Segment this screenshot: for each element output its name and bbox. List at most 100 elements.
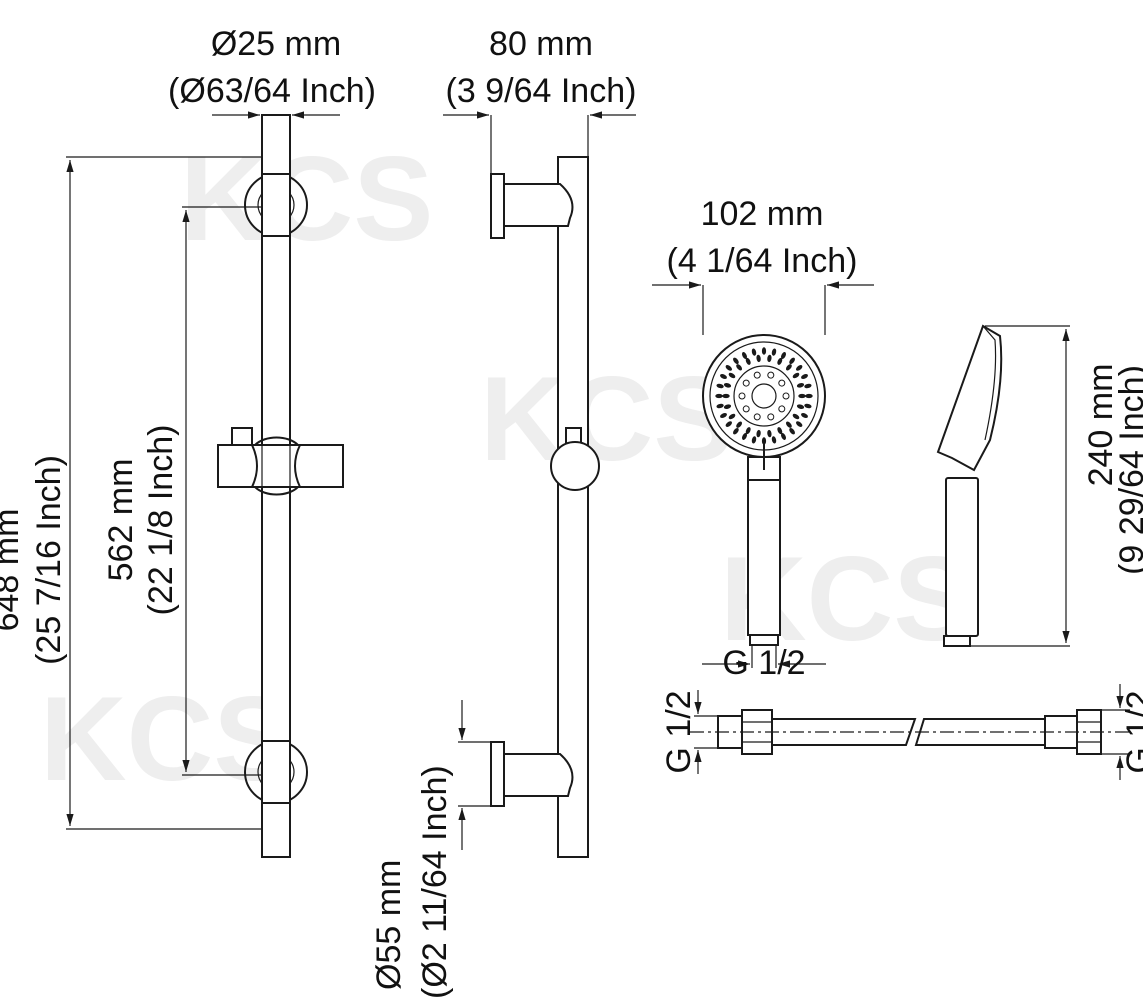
bracket-diameter-dimension: Ø55 mm (Ø2 11/64 Inch) bbox=[370, 700, 491, 999]
nozzle bbox=[716, 383, 724, 389]
slide-bar-side bbox=[557, 156, 589, 858]
nozzle bbox=[771, 348, 777, 356]
nozzle bbox=[777, 427, 783, 435]
nozzle bbox=[733, 428, 739, 435]
nozzle bbox=[723, 404, 732, 409]
handset-thread-dimension: G 1/2 bbox=[702, 644, 826, 682]
hose-body-left bbox=[771, 718, 917, 746]
nozzle bbox=[792, 413, 800, 420]
nozzle bbox=[715, 393, 723, 399]
nozzle bbox=[801, 412, 808, 419]
nozzle bbox=[723, 383, 732, 388]
nozzle bbox=[745, 357, 751, 365]
nozzle bbox=[785, 364, 792, 371]
handset-length-mm: 240 mm bbox=[1082, 364, 1120, 487]
hose-thread-left-label: G 1/2 bbox=[660, 690, 698, 773]
nozzle bbox=[736, 364, 743, 371]
projection-mm: 80 mm bbox=[489, 25, 593, 63]
nozzle bbox=[804, 383, 812, 389]
nozzle bbox=[777, 357, 783, 365]
nozzle bbox=[789, 357, 795, 364]
hose-thread-right-dimension: G 1/2 bbox=[1101, 684, 1143, 780]
head-diameter-mm: 102 mm bbox=[701, 195, 824, 233]
projection-inch: (3 9/64 Inch) bbox=[446, 72, 637, 110]
nozzle-pattern bbox=[715, 347, 813, 445]
projection-dimension: 80 mm (3 9/64 Inch) bbox=[443, 25, 636, 174]
nozzle bbox=[722, 393, 730, 399]
nozzle bbox=[801, 373, 808, 380]
nozzle bbox=[804, 403, 812, 409]
hose-thread-left-dimension: G 1/2 bbox=[660, 690, 718, 774]
handset-thread-label: G 1/2 bbox=[722, 644, 805, 682]
handset-length-dimension: 240 mm (9 29/64 Inch) bbox=[970, 325, 1143, 647]
total-length-mm: 648 mm bbox=[0, 509, 26, 632]
handset-side-handle bbox=[945, 477, 979, 637]
bracket-spacing-inch: (22 1/8 Inch) bbox=[142, 425, 180, 616]
slider-holder bbox=[217, 444, 344, 488]
nozzle bbox=[733, 357, 739, 364]
nozzle bbox=[741, 352, 748, 359]
nozzle bbox=[778, 379, 786, 387]
nozzle bbox=[720, 373, 727, 380]
bracket-spacing-dimension: 562 mm (22 1/8 Inch) bbox=[102, 206, 262, 776]
nozzle bbox=[796, 383, 805, 388]
bracket-diameter-inch: (Ø2 11/64 Inch) bbox=[416, 765, 454, 999]
watermark-text: KCS bbox=[40, 672, 293, 806]
nozzle bbox=[725, 421, 732, 427]
head-diameter-inch: (4 1/64 Inch) bbox=[667, 242, 858, 280]
total-length-inch: (25 7/16 Inch) bbox=[30, 455, 68, 665]
nozzle bbox=[782, 392, 790, 400]
nozzle bbox=[778, 405, 786, 413]
total-length-dimension: 648 mm (25 7/16 Inch) bbox=[0, 156, 262, 830]
side-view-slide-bar bbox=[490, 156, 600, 858]
nozzle bbox=[780, 433, 787, 440]
nozzle bbox=[742, 405, 750, 413]
bracket-diameter-mm: Ø55 mm bbox=[370, 860, 408, 990]
front-view-slide-bar bbox=[217, 114, 344, 858]
bracket-spacing-mm: 562 mm bbox=[102, 459, 140, 582]
nozzle bbox=[751, 436, 757, 444]
nozzle bbox=[767, 354, 772, 363]
nozzle bbox=[767, 429, 772, 438]
nozzle bbox=[767, 413, 775, 421]
slider-knob bbox=[550, 441, 600, 491]
nozzle bbox=[796, 404, 805, 409]
nozzle bbox=[771, 436, 777, 444]
nozzle bbox=[756, 429, 761, 438]
nozzle bbox=[796, 365, 803, 371]
nozzle bbox=[756, 354, 761, 363]
nozzle bbox=[742, 379, 750, 387]
nozzle bbox=[745, 427, 751, 435]
head-diameter-dimension: 102 mm (4 1/64 Inch) bbox=[652, 195, 874, 335]
nozzle bbox=[753, 371, 761, 379]
bar-diameter-dimension: Ø25 mm (Ø63/64 Inch) bbox=[168, 25, 376, 119]
nozzle bbox=[789, 428, 795, 435]
nozzle bbox=[796, 421, 803, 427]
nozzle bbox=[725, 365, 732, 371]
nozzle bbox=[798, 393, 806, 399]
nozzle bbox=[753, 413, 761, 421]
nozzle bbox=[741, 433, 748, 440]
nozzle bbox=[716, 403, 724, 409]
bar-diameter-inch: (Ø63/64 Inch) bbox=[168, 72, 376, 110]
nozzle bbox=[738, 392, 746, 400]
nozzle bbox=[780, 352, 787, 359]
watermark-text: KCS bbox=[480, 352, 733, 486]
nozzle bbox=[751, 348, 757, 356]
hose-thread-right-label: G 1/2 bbox=[1120, 690, 1143, 773]
watermark-group: KCS KCS KCS KCS bbox=[40, 132, 973, 806]
handset-side-view bbox=[936, 324, 1003, 647]
nozzle bbox=[767, 371, 775, 379]
handset-length-inch: (9 29/64 Inch) bbox=[1113, 365, 1143, 575]
nozzle bbox=[792, 372, 800, 379]
handset-handle bbox=[747, 479, 781, 636]
nozzle bbox=[761, 347, 767, 355]
nozzle bbox=[720, 412, 727, 419]
hose bbox=[690, 709, 1130, 755]
nozzle bbox=[805, 393, 813, 399]
nozzle bbox=[785, 421, 792, 428]
nozzle bbox=[728, 372, 736, 379]
bar-diameter-mm: Ø25 mm bbox=[211, 25, 341, 63]
